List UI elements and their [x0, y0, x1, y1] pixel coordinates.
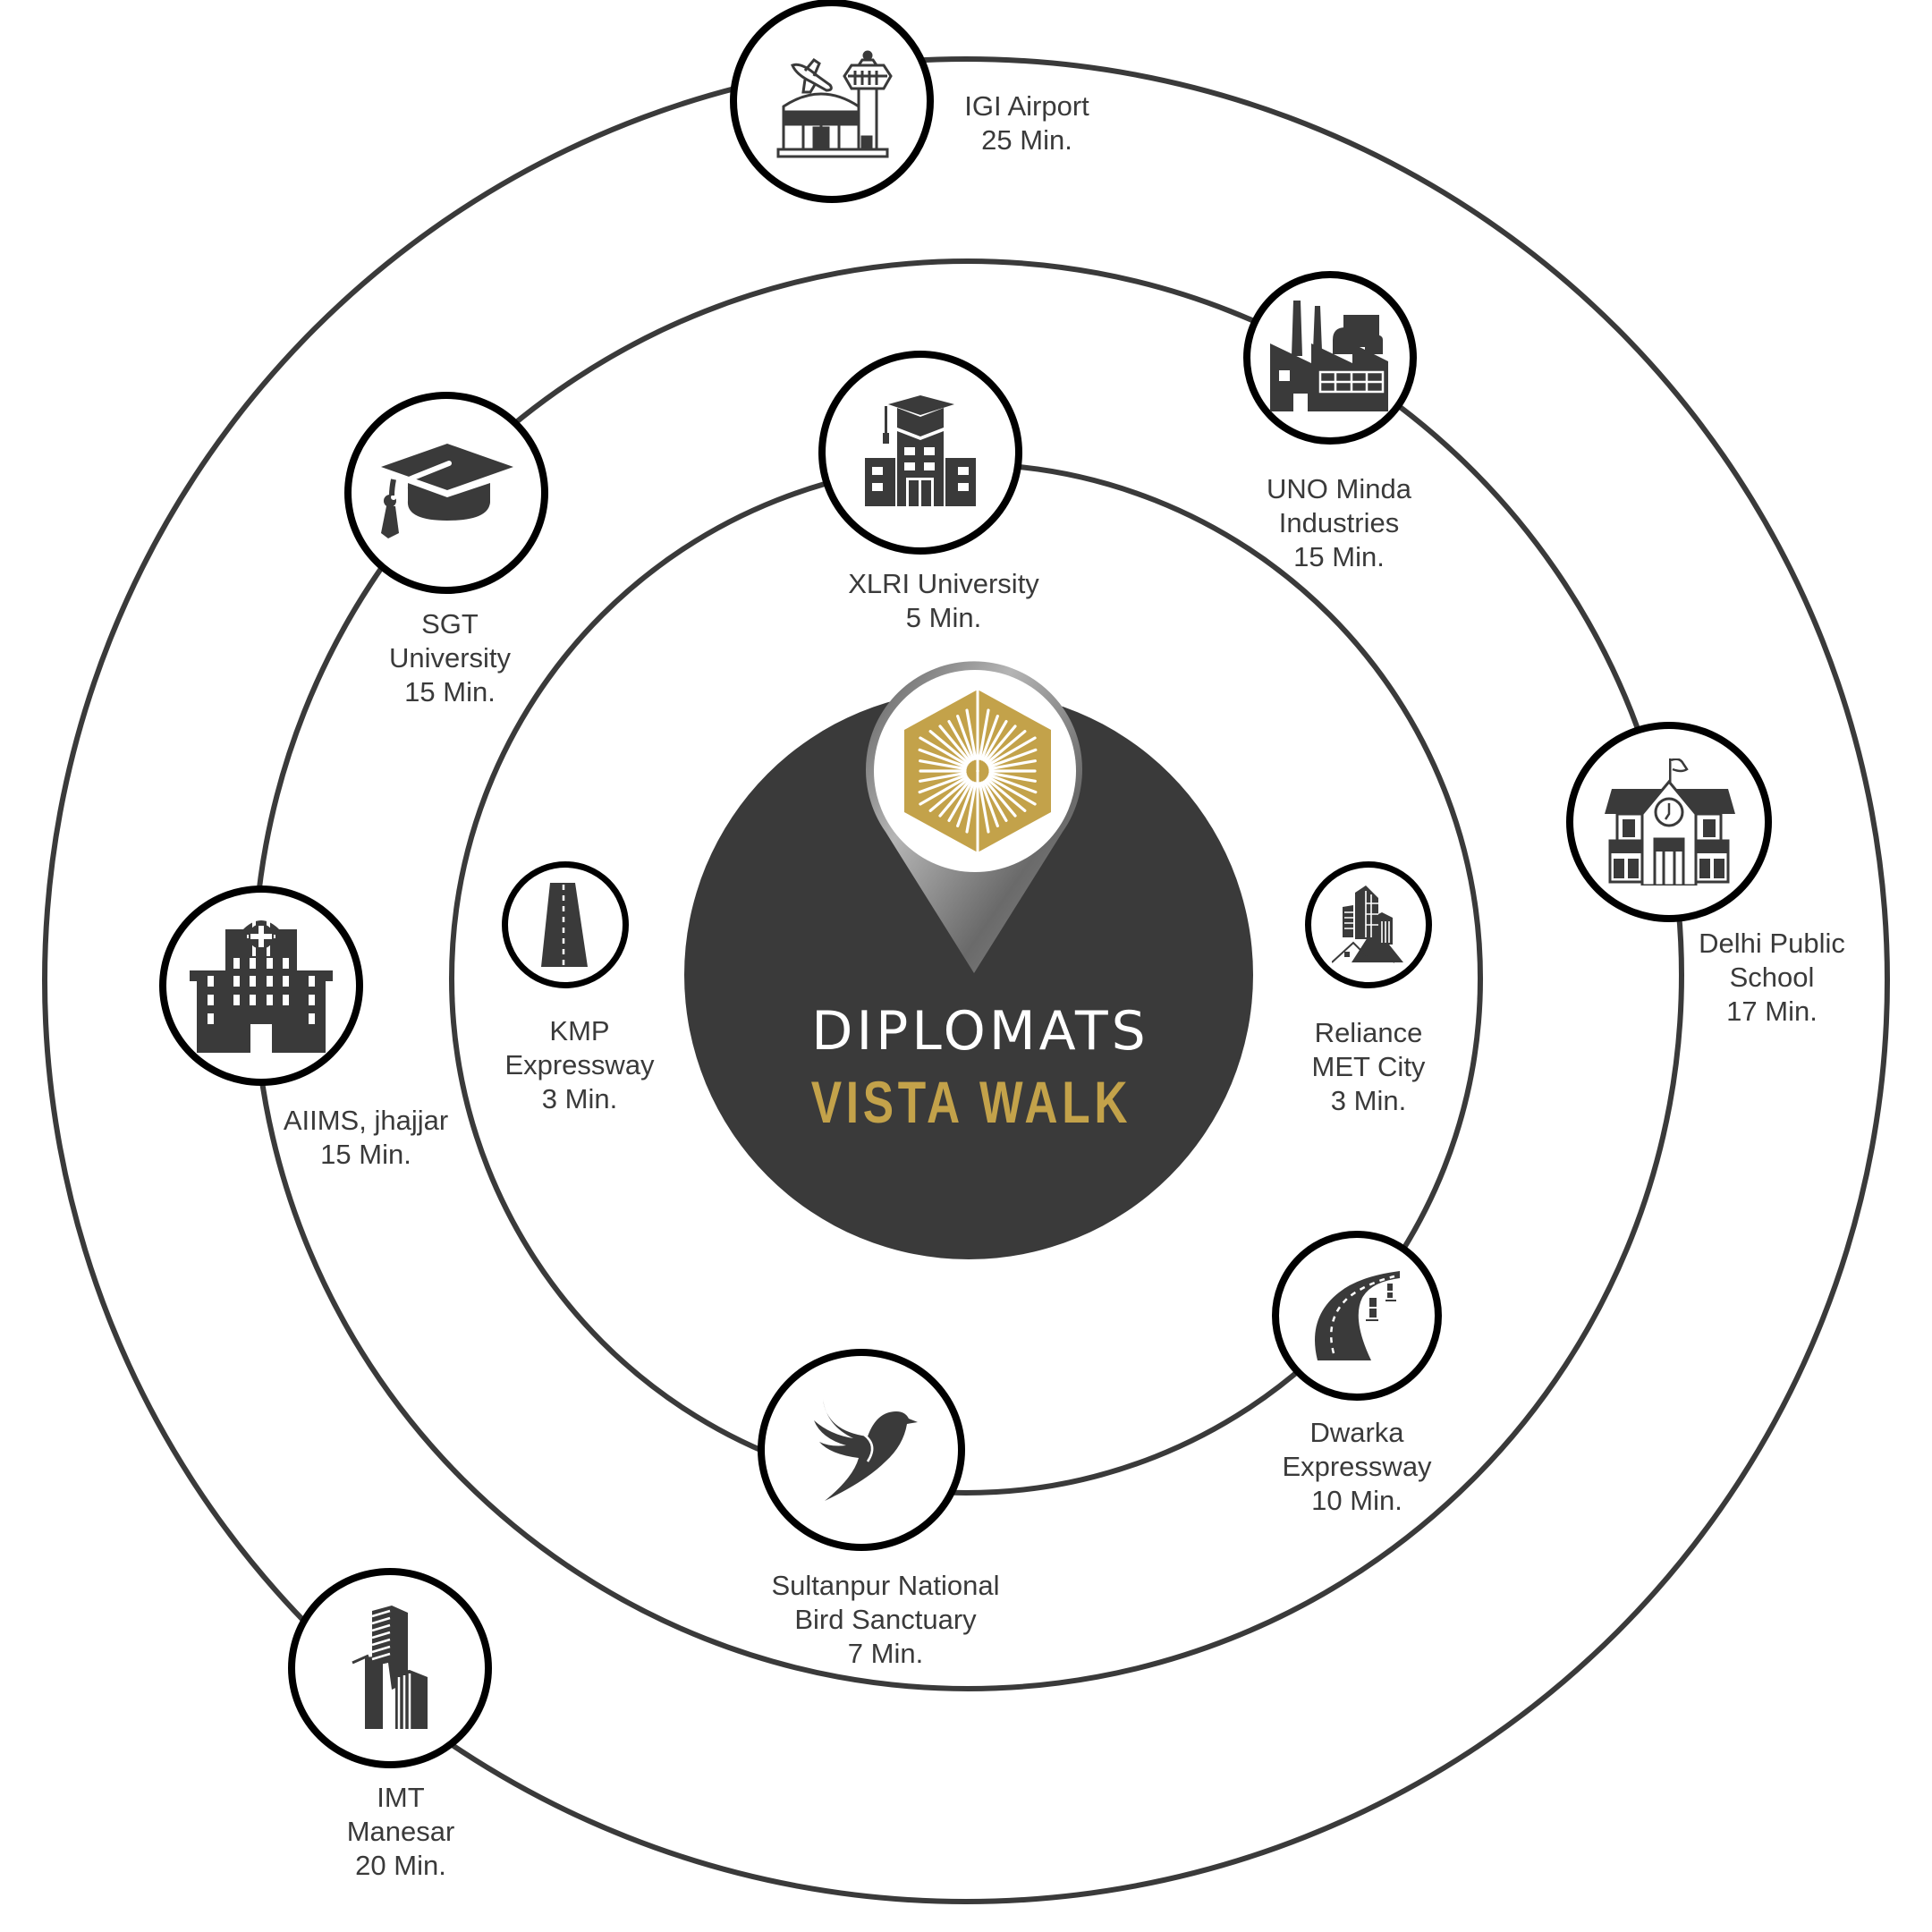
location-name-2: MET City	[1311, 1051, 1426, 1082]
travel-time: 15 Min.	[404, 676, 496, 708]
location-name-2: School	[1729, 962, 1815, 993]
location-name: IGI Airport	[964, 90, 1089, 122]
location-name: UNO Minda	[1267, 473, 1411, 504]
location-label-xlri: XLRI University 5 Min.	[848, 567, 1039, 635]
location-name: SGT	[421, 608, 479, 640]
travel-time: 15 Min.	[320, 1139, 411, 1170]
travel-time: 15 Min.	[1293, 541, 1385, 572]
location-name: Reliance	[1314, 1017, 1423, 1048]
location-badge-igi-airport[interactable]	[730, 0, 934, 203]
bird-icon	[814, 1399, 918, 1501]
location-name-2: Industries	[1278, 507, 1400, 538]
travel-time: 25 Min.	[981, 124, 1072, 156]
curved-road-icon	[1315, 1271, 1400, 1360]
location-name: KMP	[549, 1015, 610, 1046]
location-badge-xlri[interactable]	[818, 351, 1022, 555]
location-name-2: University	[388, 642, 512, 674]
location-label-dps: Delhi Public School 17 Min.	[1699, 927, 1845, 1029]
location-name: Dwarka	[1309, 1417, 1404, 1448]
location-label-sultanpur: Sultanpur National Bird Sanctuary 7 Min.	[771, 1569, 999, 1671]
location-label-igi-airport: IGI Airport 25 Min.	[964, 89, 1089, 157]
travel-time: 20 Min.	[355, 1850, 446, 1881]
project-title: VISTA WALK	[810, 1069, 1132, 1135]
travel-time: 10 Min.	[1311, 1485, 1402, 1516]
location-name-2: Expressway	[1282, 1451, 1432, 1482]
location-badge-sgt[interactable]	[344, 392, 548, 594]
travel-time: 5 Min.	[905, 602, 982, 633]
road-icon	[541, 883, 588, 967]
graduation-cap-icon	[381, 444, 513, 538]
location-name: Delhi Public	[1699, 928, 1845, 959]
brand-title: DIPLOMATS	[811, 1000, 1149, 1063]
location-name: IMT	[377, 1782, 425, 1813]
center-brand-disc	[684, 691, 1253, 1259]
location-label-dwarka: Dwarka Expressway 10 Min.	[1282, 1416, 1431, 1518]
location-name-2: Expressway	[504, 1049, 655, 1080]
location-badge-aiims[interactable]	[159, 886, 363, 1086]
outer-ring	[42, 56, 1890, 1904]
location-name-2: Bird Sanctuary	[794, 1604, 977, 1635]
location-name-2: Manesar	[346, 1816, 455, 1847]
travel-time: 17 Min.	[1726, 996, 1818, 1027]
location-label-imt: IMT Manesar 20 Min.	[347, 1781, 455, 1883]
location-name: Sultanpur National	[771, 1570, 1000, 1601]
travel-time: 7 Min.	[847, 1638, 924, 1669]
location-badge-dps[interactable]	[1566, 722, 1772, 922]
travel-time: 3 Min.	[541, 1083, 618, 1114]
city-buildings-icon	[1332, 886, 1403, 963]
location-label-sgt: SGT University 15 Min.	[389, 607, 511, 709]
location-name: AIIMS, jhajjar	[283, 1105, 449, 1136]
factory-icon	[1270, 301, 1388, 411]
location-badge-uno-minda[interactable]	[1243, 271, 1417, 445]
university-building-icon	[865, 395, 976, 506]
skyscraper-icon	[352, 1606, 428, 1729]
hospital-icon	[190, 920, 333, 1053]
airport-icon	[776, 50, 893, 158]
location-label-aiims: AIIMS, jhajjar 15 Min.	[284, 1104, 448, 1172]
location-badge-sultanpur[interactable]	[758, 1349, 965, 1551]
location-name: XLRI University	[848, 568, 1039, 599]
location-badge-reliance[interactable]	[1305, 861, 1432, 988]
location-badge-imt[interactable]	[288, 1568, 492, 1768]
travel-time: 3 Min.	[1330, 1085, 1407, 1116]
school-icon	[1605, 758, 1735, 886]
location-badge-dwarka[interactable]	[1272, 1231, 1442, 1401]
location-label-uno-minda: UNO Minda Industries 15 Min.	[1267, 472, 1411, 574]
location-badge-kmp[interactable]	[502, 861, 629, 988]
location-label-kmp: KMP Expressway 3 Min.	[504, 1014, 654, 1116]
location-label-reliance: Reliance MET City 3 Min.	[1312, 1016, 1426, 1118]
